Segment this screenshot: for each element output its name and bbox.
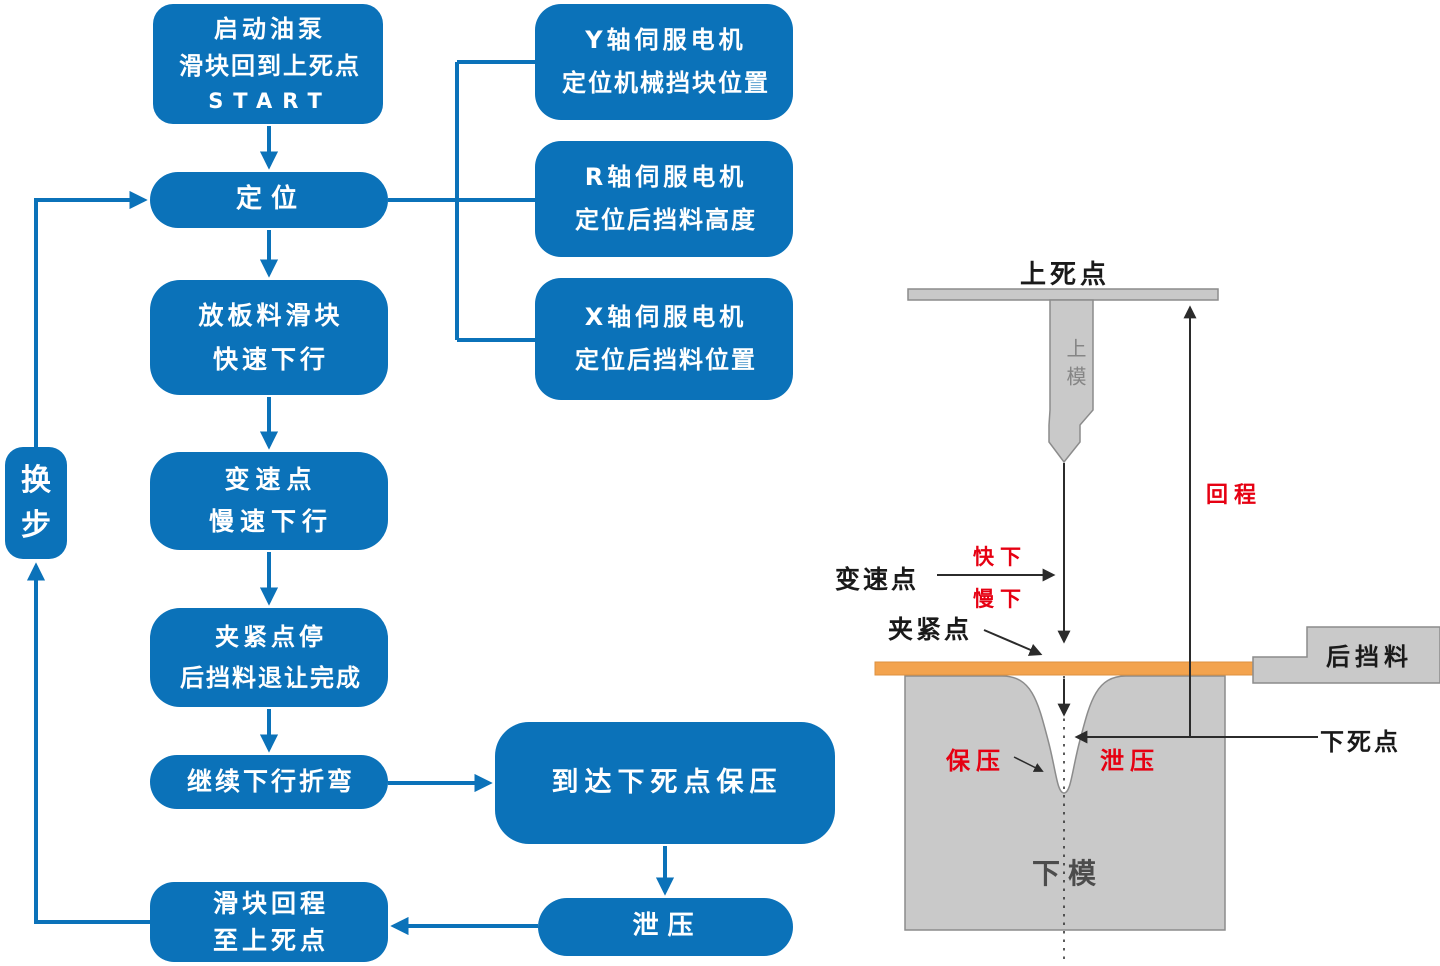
flow-box-step-change: 换 步 (5, 447, 67, 559)
label-upper-die: 上模 (1063, 338, 1087, 394)
flow-box-positioning: 定位 (150, 172, 388, 228)
machine-arrows (937, 305, 1318, 772)
flow-box-start-line1: 启动油泵 (214, 14, 326, 43)
label-fast-down: 快下 (973, 545, 1027, 569)
flow-box-reach-bottom-label: 到达下死点保压 (551, 767, 783, 799)
flow-box-start-line3: START (208, 88, 332, 113)
line-slider-return-to-step-change (26, 562, 150, 924)
flow-box-positioning-label: 定位 (235, 184, 306, 215)
label-return-stroke: 回程 (1206, 483, 1263, 508)
flow-box-y-axis: Y轴伺服电机 定位机械挡块位置 (535, 4, 793, 120)
flow-box-continue-bend-label: 继续下行折弯 (186, 767, 355, 796)
flow-box-step-change-char1: 换 (21, 463, 51, 498)
flow-box-y-axis-line1: Y轴伺服电机 (585, 25, 747, 54)
label-clamp-point: 夹紧点 (888, 615, 973, 644)
flow-box-continue-bend: 继续下行折弯 (150, 755, 388, 809)
flow-box-slider-return-line2: 至上死点 (212, 926, 329, 955)
label-top-dead-center: 上死点 (1020, 260, 1111, 290)
flow-box-slider-return: 滑块回程 至上死点 (150, 882, 388, 962)
flow-box-step-change-char2: 步 (21, 508, 51, 543)
flow-box-speed-change-line1: 变速点 (224, 464, 318, 494)
label-pressure-hold: 保压 (946, 747, 1006, 775)
flow-box-clamp-stop: 夹紧点停 后挡料退让完成 (150, 608, 388, 707)
flow-box-place-sheet-line2: 快速下行 (212, 344, 329, 374)
flow-box-reach-bottom: 到达下死点保压 (495, 722, 835, 844)
flow-box-x-axis: X轴伺服电机 定位后挡料位置 (535, 278, 793, 400)
pressure-hold-arrow (1013, 756, 1044, 772)
flow-box-clamp-stop-line1: 夹紧点停 (215, 622, 327, 651)
label-slow-down: 慢下 (973, 587, 1027, 611)
label-lower-die: 下模 (1032, 857, 1105, 890)
label-bottom-dead-center: 下死点 (1320, 728, 1401, 756)
flow-box-release-pressure: 泄压 (538, 898, 793, 956)
flow-box-y-axis-line2: 定位机械挡块位置 (562, 69, 770, 97)
sheet-metal-bar (874, 661, 1254, 676)
flow-box-x-axis-line2: 定位后挡料位置 (575, 346, 757, 374)
label-back-gauge: 后挡料 (1326, 643, 1413, 671)
flow-box-r-axis: R轴伺服电机 定位后挡料高度 (535, 141, 793, 257)
flow-box-x-axis-line1: X轴伺服电机 (584, 302, 748, 331)
flow-box-clamp-stop-line2: 后挡料退让完成 (180, 663, 362, 692)
flow-box-start: 启动油泵 滑块回到上死点 START (153, 4, 383, 124)
flow-box-r-axis-line2: 定位后挡料高度 (575, 206, 757, 234)
label-pressure-release: 泄压 (1100, 747, 1160, 775)
flow-box-start-line2: 滑块回到上死点 (179, 51, 361, 80)
line-step-change-to-positioning (34, 190, 148, 447)
flow-box-place-sheet: 放板料滑块 快速下行 (150, 280, 388, 395)
flow-box-place-sheet-line1: 放板料滑块 (198, 300, 344, 330)
flow-box-speed-change-line2: 慢速下行 (208, 507, 333, 536)
flow-box-release-pressure-label: 泄压 (632, 911, 703, 942)
clamp-point-arrow (983, 629, 1043, 656)
flow-box-slider-return-line1: 滑块回程 (212, 888, 329, 918)
label-speed-change-point: 变速点 (835, 565, 920, 594)
flow-box-r-axis-line1: R轴伺服电机 (584, 162, 748, 191)
flow-box-speed-change: 变速点 慢速下行 (150, 452, 388, 550)
